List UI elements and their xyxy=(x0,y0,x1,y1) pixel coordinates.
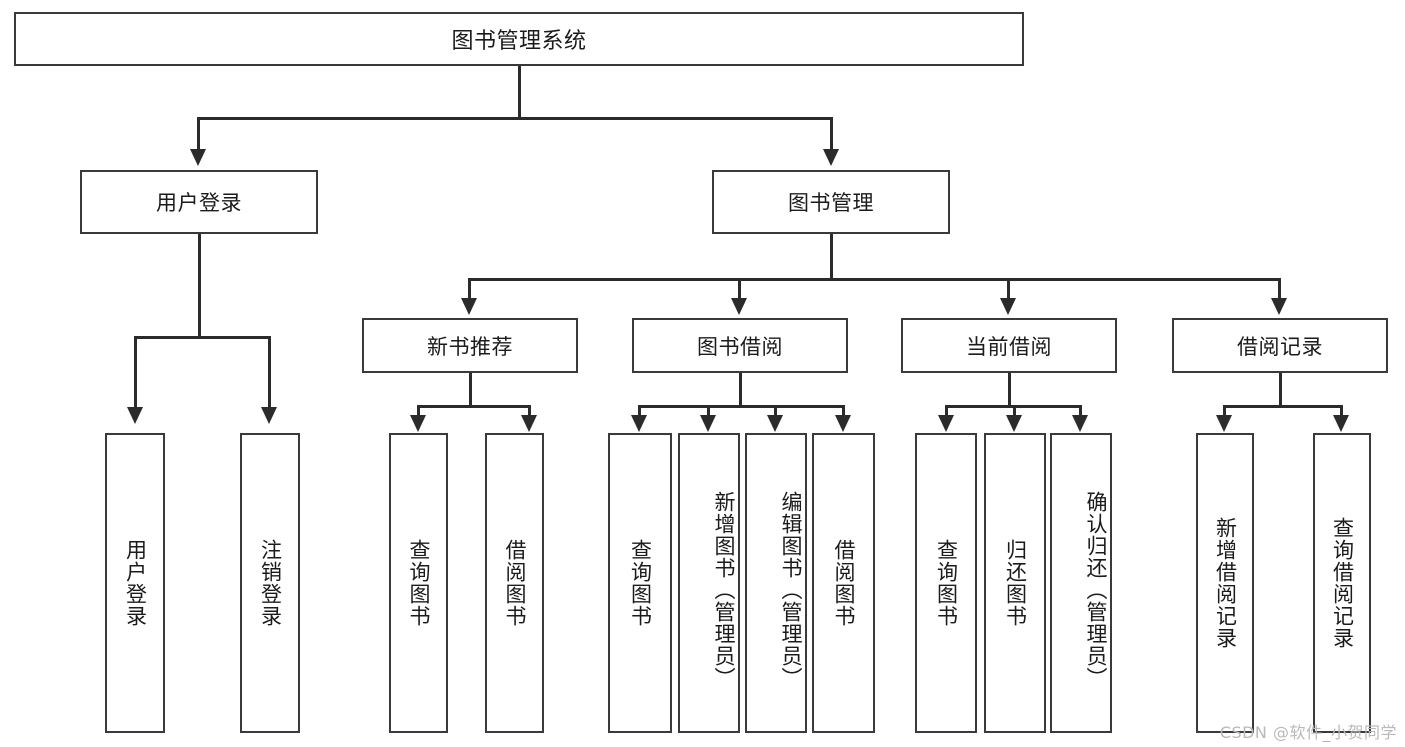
arrow-book-borrow-to-child-0 xyxy=(631,415,647,432)
edge-user-login-to-child-0 xyxy=(134,336,137,408)
node-book-borrow[interactable]: 图书借阅 xyxy=(632,318,848,373)
edge-current-borrow-to-child-1 xyxy=(1013,405,1016,416)
edge-root-bar xyxy=(197,117,833,120)
leaf-logout-login[interactable]: 注销登录 xyxy=(240,433,300,733)
edge-borrow-record-stem xyxy=(1279,373,1282,406)
edge-root-stem xyxy=(518,66,521,118)
leaf-edit-book-admin[interactable]: 编辑图书（管理员） xyxy=(745,433,807,733)
arrow-root-to-book-manage xyxy=(823,149,839,166)
arrow-book-borrow-to-child-1 xyxy=(700,415,716,432)
edge-book-borrow-stem xyxy=(739,373,742,406)
edge-book-manage-to-child-1 xyxy=(738,278,741,299)
leaf-query-borrow-record[interactable]: 查询借阅记录 xyxy=(1313,433,1371,733)
edge-book-manage-to-child-3 xyxy=(1278,278,1281,299)
edge-book-manage-to-child-0 xyxy=(468,278,471,299)
edge-new-book-to-child-0 xyxy=(417,405,420,416)
edge-new-book-bar xyxy=(417,405,531,408)
leaf-new-book-query-book[interactable]: 查询图书 xyxy=(389,433,448,733)
node-current-borrow[interactable]: 当前借阅 xyxy=(901,318,1117,373)
edge-borrow-record-to-child-1 xyxy=(1340,405,1343,416)
edge-new-book-to-child-1 xyxy=(528,405,531,416)
edge-book-manage-bar xyxy=(468,278,1281,281)
arrow-root-to-user-login xyxy=(190,149,206,166)
arrow-new-book-to-child-0 xyxy=(410,415,426,432)
edge-user-login-to-child-1 xyxy=(268,336,271,408)
leaf-add-book-admin[interactable]: 新增图书（管理员） xyxy=(678,433,740,733)
arrow-user-login-to-child-0 xyxy=(127,407,143,424)
edge-current-borrow-to-child-2 xyxy=(1079,405,1082,416)
edge-book-manage-stem xyxy=(830,234,833,279)
arrow-borrow-record-to-child-0 xyxy=(1216,415,1232,432)
edge-borrow-record-to-child-0 xyxy=(1223,405,1226,416)
edge-book-borrow-to-child-3 xyxy=(842,405,845,416)
arrow-book-manage-to-child-0 xyxy=(461,298,477,315)
node-user-login[interactable]: 用户登录 xyxy=(80,170,318,234)
arrow-book-manage-to-child-3 xyxy=(1271,298,1287,315)
node-borrow-record[interactable]: 借阅记录 xyxy=(1172,318,1388,373)
leaf-user-login[interactable]: 用户登录 xyxy=(105,433,165,733)
edge-root-to-user-login xyxy=(197,117,200,150)
arrow-new-book-to-child-1 xyxy=(521,415,537,432)
edge-user-login-stem xyxy=(198,234,201,337)
leaf-confirm-return-admin[interactable]: 确认归还（管理员） xyxy=(1050,433,1112,733)
arrow-book-borrow-to-child-3 xyxy=(835,415,851,432)
edge-new-book-stem xyxy=(469,373,472,406)
arrow-book-manage-to-child-2 xyxy=(1000,298,1016,315)
arrow-current-borrow-to-child-1 xyxy=(1006,415,1022,432)
leaf-current-borrow-query-book[interactable]: 查询图书 xyxy=(915,433,977,733)
leaf-book-borrow-borrow-book[interactable]: 借阅图书 xyxy=(812,433,875,733)
leaf-return-book[interactable]: 归还图书 xyxy=(984,433,1046,733)
edge-borrow-record-bar xyxy=(1223,405,1343,408)
watermark-text: CSDN @软件_小贺同学 xyxy=(1219,723,1397,742)
edge-book-borrow-to-child-2 xyxy=(774,405,777,416)
edge-root-to-book-manage xyxy=(830,117,833,150)
edge-current-borrow-to-child-0 xyxy=(945,405,948,416)
arrow-borrow-record-to-child-1 xyxy=(1333,415,1349,432)
edge-book-borrow-bar xyxy=(638,405,845,408)
edge-current-borrow-stem xyxy=(1008,373,1011,406)
edge-book-borrow-to-child-1 xyxy=(707,405,710,416)
arrow-book-manage-to-child-1 xyxy=(731,298,747,315)
edge-user-login-bar xyxy=(134,336,271,339)
edge-book-borrow-to-child-0 xyxy=(638,405,641,416)
node-new-book-recommend[interactable]: 新书推荐 xyxy=(362,318,578,373)
node-book-management-system[interactable]: 图书管理系统 xyxy=(14,12,1024,66)
leaf-book-borrow-query-book[interactable]: 查询图书 xyxy=(608,433,672,733)
arrow-current-borrow-to-child-2 xyxy=(1072,415,1088,432)
arrow-user-login-to-child-1 xyxy=(261,407,277,424)
leaf-add-borrow-record[interactable]: 新增借阅记录 xyxy=(1196,433,1254,733)
edge-book-manage-to-child-2 xyxy=(1007,278,1010,299)
leaf-new-book-borrow-book[interactable]: 借阅图书 xyxy=(485,433,544,733)
arrow-current-borrow-to-child-0 xyxy=(938,415,954,432)
arrow-book-borrow-to-child-2 xyxy=(767,415,783,432)
node-book-management[interactable]: 图书管理 xyxy=(712,170,950,234)
